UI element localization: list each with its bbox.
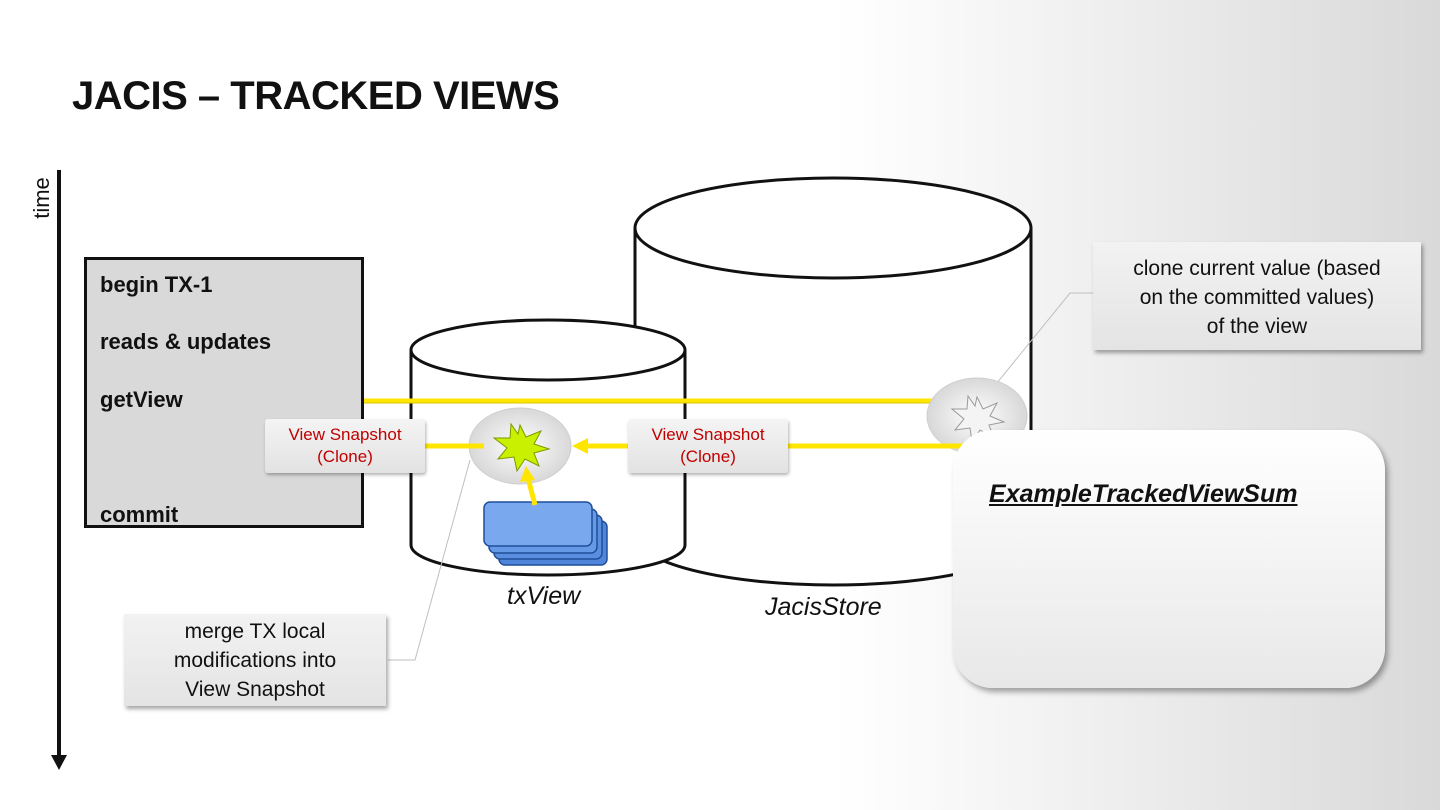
tx-get-view-label: getView (100, 387, 183, 412)
jacis-store-cylinder (633, 176, 1033, 587)
transaction-box: begin TX-1 reads & updates getView commi… (84, 257, 364, 528)
page-title: JACIS – TRACKED VIEWS (72, 74, 560, 118)
tracked-view-panel: ExampleTrackedViewSum (953, 430, 1385, 688)
clone-callout-line3: of the view (1206, 315, 1308, 338)
merge-up-arrow (520, 466, 538, 506)
merge-callout-line1: merge TX local (184, 620, 326, 643)
snapshot-right-line1: View Snapshot (651, 425, 765, 444)
view-snapshot-label-right: View Snapshot (Clone) (628, 419, 788, 473)
tx-begin-label: begin TX-1 (100, 272, 213, 297)
clone-callout-line1: clone current value (based (1133, 257, 1381, 280)
object-stack-icon (483, 501, 608, 566)
clone-callout-line2: on the committed values) (1139, 286, 1375, 309)
time-arrow-icon (51, 170, 67, 770)
merge-burst-icon (468, 407, 572, 485)
clone-callout: clone current value (based on the commit… (1093, 242, 1421, 350)
view-snapshot-label-left: View Snapshot (Clone) (265, 419, 425, 473)
jacis-store-label: JacisStore (765, 593, 882, 621)
snapshot-left-line1: View Snapshot (288, 425, 402, 444)
tracked-view-title: ExampleTrackedViewSum (989, 480, 1298, 508)
merge-callout-connector (388, 459, 471, 661)
tx-reads-updates-label: reads & updates (100, 329, 272, 354)
merge-callout: merge TX local modifications into View S… (124, 614, 386, 706)
merge-callout-line3: View Snapshot (185, 678, 325, 701)
tx-view-label: txView (507, 582, 581, 610)
tx-commit-label: commit (100, 502, 179, 527)
merge-callout-line2: modifications into (173, 649, 337, 672)
clone-callout-connector (974, 292, 1093, 411)
snapshot-left-line2: (Clone) (317, 447, 373, 466)
snapshot-right-line2: (Clone) (680, 447, 736, 466)
